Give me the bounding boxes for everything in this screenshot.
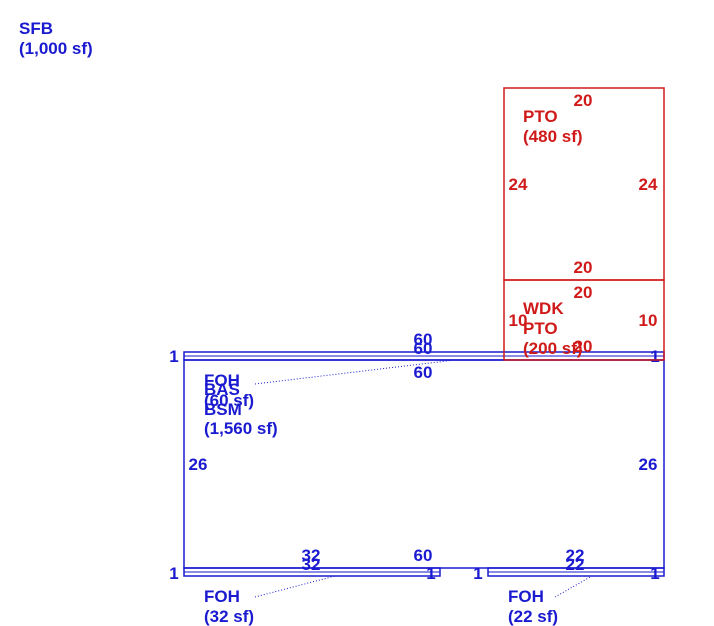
main-dim-bottom: 60 xyxy=(414,546,433,565)
pto-small-dim-top: 20 xyxy=(574,283,593,302)
pto-large-area[interactable]: 20 PTO (480 sf) 24 24 20 xyxy=(503,87,665,281)
main-dim-corner-tr: 1 xyxy=(650,347,659,366)
foh-left-dim-corner-r: 1 xyxy=(426,564,435,583)
pto-large-dim-left: 24 xyxy=(509,175,528,194)
pto-small-code-wdk: WDK xyxy=(523,299,564,318)
main-dim-top-a: 60 xyxy=(414,330,433,349)
foh-left-area-label: (32 sf) xyxy=(204,607,254,626)
foh-right-dim-top-b: 22 xyxy=(566,555,585,574)
pto-large-dim-right: 24 xyxy=(639,175,658,194)
pto-large-code: PTO xyxy=(523,107,558,126)
legend-code: SFB xyxy=(19,19,53,38)
pto-small-code-pto: PTO xyxy=(523,319,558,338)
main-code-foh: FOH xyxy=(204,371,240,390)
foh-right-dim-top-a: 22 xyxy=(566,546,585,565)
foh-right-code: FOH xyxy=(508,587,544,606)
pto-small-outline xyxy=(503,279,665,361)
foh-right-area[interactable]: 22 22 1 1 FOH (22 sf) xyxy=(473,546,665,626)
pto-large-area-label: (480 sf) xyxy=(523,127,583,146)
pto-small-dim-right: 10 xyxy=(639,311,658,330)
main-outline xyxy=(183,359,665,569)
foh-left-dim-top-b: 32 xyxy=(302,555,321,574)
foh-left-code: FOH xyxy=(204,587,240,606)
main-code-bas: BAS xyxy=(204,380,240,399)
legend-area: (1,000 sf) xyxy=(19,39,93,58)
foh-left-leader xyxy=(254,575,336,598)
pto-large-dim-top: 20 xyxy=(574,91,593,110)
pto-small-dim-left: 10 xyxy=(509,311,528,330)
main-label-leader xyxy=(254,359,456,385)
total-area-legend: SFB (1,000 sf) xyxy=(19,19,93,58)
main-area-bsm: (1,560 sf) xyxy=(204,419,278,438)
pto-small-dim-bottom: 20 xyxy=(574,337,593,356)
main-area[interactable]: 60 60 60 1 1 26 26 60 FOH BAS (60 sf) BS… xyxy=(169,330,665,569)
foh-right-dim-corner-l: 1 xyxy=(473,564,482,583)
foh-right-leader xyxy=(554,575,593,598)
foh-left-dim-top-a: 32 xyxy=(302,546,321,565)
main-dim-top-c: 60 xyxy=(414,363,433,382)
main-dim-right: 26 xyxy=(639,455,658,474)
main-dim-left: 26 xyxy=(189,455,208,474)
foh-right-area-label: (22 sf) xyxy=(508,607,558,626)
foh-right-dim-corner-r: 1 xyxy=(650,564,659,583)
pto-large-dim-bottom: 20 xyxy=(574,258,593,277)
main-dim-top-b: 60 xyxy=(414,339,433,358)
main-area-bas: (60 sf) xyxy=(204,391,254,410)
foh-left-dim-corner-l: 1 xyxy=(169,564,178,583)
main-code-bsm: BSM xyxy=(204,400,242,419)
main-dim-corner-tl: 1 xyxy=(169,347,178,366)
pto-small-area[interactable]: 20 WDK 10 10 PTO 20 (200 sf) xyxy=(503,279,665,361)
foh-left-area[interactable]: 32 32 1 1 FOH (32 sf) xyxy=(169,546,441,626)
pto-small-area-label: (200 sf) xyxy=(523,339,583,358)
